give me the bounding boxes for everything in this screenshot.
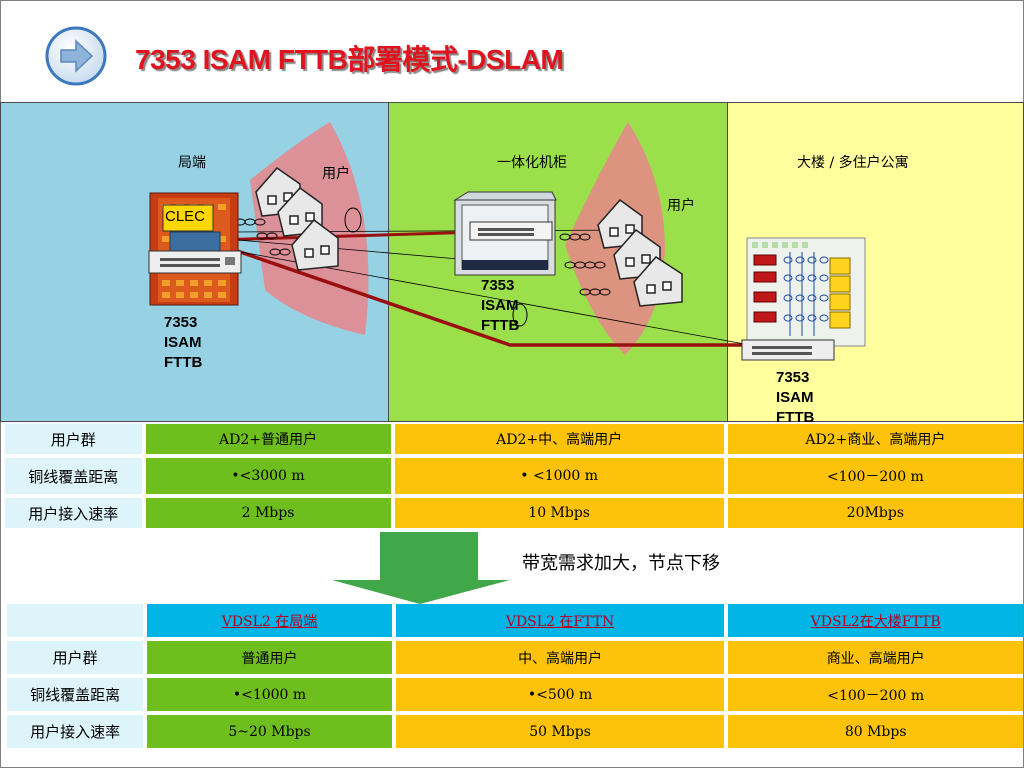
copper-twist-central: [234, 207, 362, 256]
device-label-building: 7353 ISAM FTTB: [776, 369, 815, 426]
down-arrow-icon: [332, 532, 510, 604]
table-cell: AD2+商业、高端用户: [727, 424, 1023, 454]
table-cell: 中、高端用户: [395, 641, 725, 674]
deployment-table-adsl: 用户群 AD2+普通用户 AD2+中、高端用户 AD2+商业、高端用户 铜线覆盖…: [1, 420, 1024, 532]
row-label: 铜线覆盖距离: [7, 678, 144, 711]
users-label-cabinet: 用户: [667, 198, 695, 214]
column-header-link[interactable]: VDSL2 在局端: [147, 604, 392, 637]
column-header-link[interactable]: VDSL2在大楼FTTB: [728, 604, 1023, 637]
table-cell: • <1000 m: [394, 458, 724, 494]
arrow-right-icon: [45, 26, 107, 86]
table-row: 铜线覆盖距离 •<3000 m • <1000 m <100－200 m: [5, 458, 1023, 494]
table-cell: AD2+普通用户: [145, 424, 391, 454]
table-cell: 10 Mbps: [394, 498, 724, 528]
panel-heading-central: 局端: [178, 155, 206, 171]
building-icon: [149, 192, 239, 306]
deployment-table-vdsl2: VDSL2 在局端 VDSL2 在FTTN VDSL2在大楼FTTB 用户群 普…: [3, 600, 1024, 752]
panel-heading-building: 大楼 / 多住户公寓: [797, 155, 909, 171]
table-row: 用户群 AD2+普通用户 AD2+中、高端用户 AD2+商业、高端用户: [5, 424, 1023, 454]
building-icon: [746, 237, 866, 347]
table-cell: •<500 m: [395, 678, 725, 711]
table-row: 用户接入速率 5~20 Mbps 50 Mbps 80 Mbps: [7, 715, 1023, 748]
table-cell: <100－200 m: [728, 678, 1023, 711]
panel-heading-cabinet: 一体化机柜: [497, 155, 567, 171]
cabinet-icon: [453, 191, 557, 276]
table-cell: 商业、高端用户: [728, 641, 1023, 674]
device-label-cabinet: 7353 ISAM FTTB: [481, 277, 520, 334]
page-title: 7353 ISAM FTTB部署模式-DSLAM: [135, 44, 564, 75]
dslam-icon: [741, 339, 835, 361]
table-cell: 50 Mbps: [395, 715, 725, 748]
fiber-line-to-building: [219, 243, 750, 347]
clec-label: CLEC: [165, 208, 206, 225]
panel-cabinet: [388, 102, 729, 422]
table-row: 铜线覆盖距离 •<1000 m •<500 m <100－200 m: [7, 678, 1023, 711]
table-cell: 2 Mbps: [145, 498, 391, 528]
table-cell: 80 Mbps: [728, 715, 1023, 748]
device-label-central: 7353 ISAM FTTB: [164, 314, 203, 371]
users-label-central: 用户: [322, 166, 350, 182]
copper-twist-cabinet: [512, 233, 611, 327]
table-cell: 普通用户: [147, 641, 392, 674]
row-label: 铜线覆盖距离: [5, 458, 142, 494]
table-cell: <100－200 m: [727, 458, 1023, 494]
table-cell: AD2+中、高端用户: [394, 424, 724, 454]
table-row: 用户群 普通用户 中、高端用户 商业、高端用户: [7, 641, 1023, 674]
bandwidth-note: 带宽需求加大，节点下移: [522, 553, 720, 574]
table-header-row: VDSL2 在局端 VDSL2 在FTTN VDSL2在大楼FTTB: [7, 604, 1023, 637]
table-cell: •<3000 m: [145, 458, 391, 494]
row-label: 用户接入速率: [7, 715, 144, 748]
row-label: 用户群: [7, 641, 144, 674]
copper-line-thin-1: [214, 237, 471, 261]
house-icon: [255, 167, 339, 271]
table-cell: 20Mbps: [727, 498, 1023, 528]
table-cell: 5~20 Mbps: [147, 715, 392, 748]
network-diagram: [148, 122, 866, 361]
column-header-link[interactable]: VDSL2 在FTTN: [395, 604, 725, 637]
dslam-icon: [148, 250, 242, 274]
row-label: 用户接入速率: [5, 498, 142, 528]
table-row: 用户接入速率 2 Mbps 10 Mbps 20Mbps: [5, 498, 1023, 528]
table-cell: •<1000 m: [147, 678, 392, 711]
header-corner: [7, 604, 144, 637]
row-label: 用户群: [5, 424, 142, 454]
house-icon: [597, 198, 683, 307]
